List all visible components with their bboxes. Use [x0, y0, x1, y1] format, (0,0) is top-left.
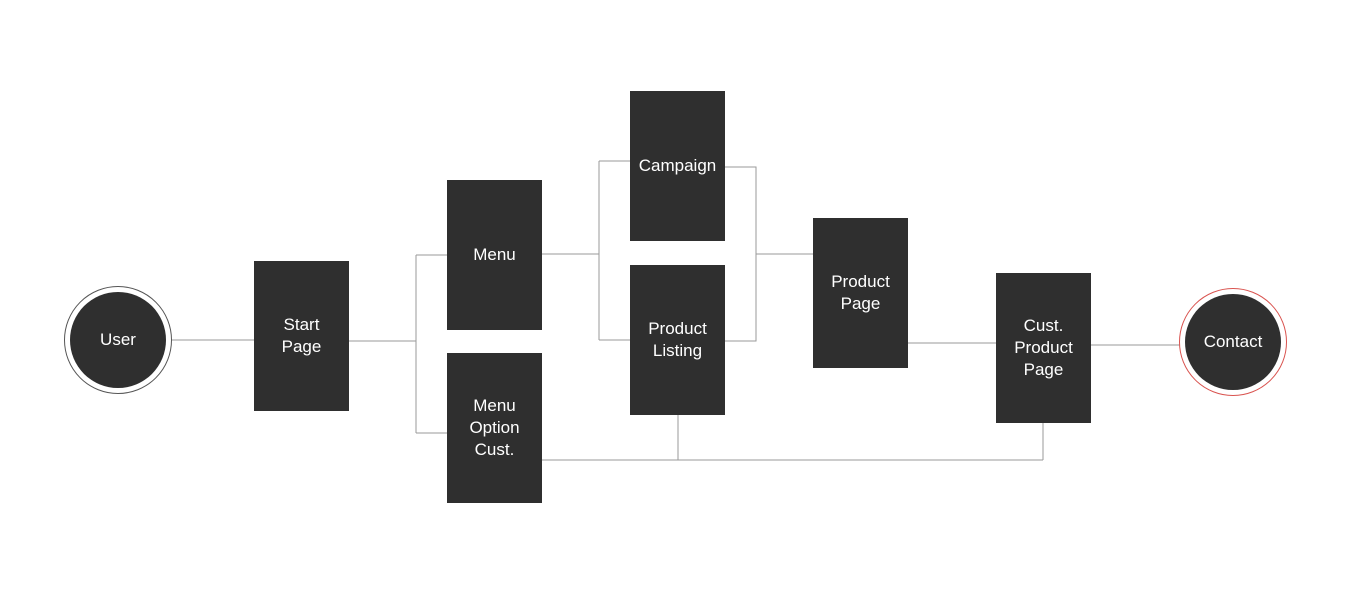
product-page-node[interactable]: Product Page: [813, 218, 908, 368]
edge-bottom-bus: [542, 414, 1044, 461]
user-node[interactable]: User: [70, 292, 166, 388]
menu-node[interactable]: Menu: [447, 180, 542, 330]
campaign-node[interactable]: Campaign: [630, 91, 725, 241]
edge-split-menu: [415, 254, 447, 434]
menu-option-cust-node[interactable]: Menu Option Cust.: [447, 353, 542, 503]
product-listing-node[interactable]: Product Listing: [630, 265, 725, 415]
cust-product-page-node[interactable]: Cust. Product Page: [996, 273, 1091, 423]
start-page-node[interactable]: Start Page: [254, 261, 349, 411]
contact-node[interactable]: Contact: [1185, 294, 1281, 390]
edge-campaign-merge: [725, 166, 757, 342]
edge-split-campaign-listing: [598, 160, 630, 341]
